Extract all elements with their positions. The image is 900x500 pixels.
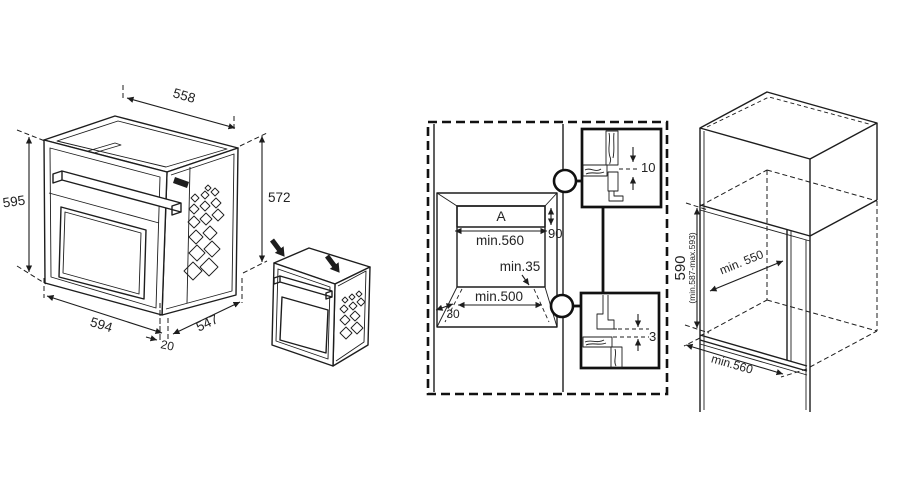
oven-bottom-width-label: 594: [88, 314, 114, 335]
bottom-mount-detail: 3: [579, 291, 661, 370]
oven-left-height-label: 595: [2, 193, 26, 211]
small-oven-diamond-pattern: [339, 290, 366, 340]
cutout-min-width-label: min.560: [476, 233, 524, 248]
top-mount-detail: 10: [580, 127, 663, 209]
oven-right-height-label: 572: [268, 190, 291, 205]
cutout-opening-frame: [436, 192, 558, 328]
tall-cabinet-niche-drawing: 590 (min.587-max.593) min. 550 min.560: [672, 91, 878, 412]
small-oven-window: [279, 296, 329, 354]
insert-arrow-icon: [270, 238, 285, 257]
niche-height-range-label: (min.587-max.593): [687, 232, 697, 304]
hinge-mark: [173, 177, 189, 188]
oven-side-face: [161, 147, 239, 316]
callout-circle-top: [552, 168, 578, 194]
cutout-min-depth-label: min.500: [475, 289, 523, 304]
side-diamond-pattern: [183, 184, 225, 281]
oven-insertion-drawing: [270, 238, 371, 367]
cutout-rear-clearance-label: min.35: [500, 259, 541, 274]
oven-isometric: 558 595 572 594 547 20: [2, 85, 291, 354]
vent-height-label: 90: [548, 226, 562, 241]
oven-overhang-label: 20: [159, 337, 175, 354]
cutout-dashed-border: [426, 120, 669, 396]
callout-circle-bottom: [549, 293, 575, 319]
niche-height-label: 590: [672, 255, 689, 280]
cutout-front-strip-label: 30: [446, 307, 460, 321]
vent-area-strip: [456, 205, 546, 228]
top-gap-label: 10: [641, 160, 655, 175]
cabinet-cutout-drawing: A 90 min.560 min.35 min.500 30: [426, 120, 669, 396]
oven-top-width-label: 558: [171, 85, 197, 106]
vent-area-label: A: [496, 208, 506, 224]
insert-arrow-icon: [325, 254, 340, 273]
bottom-gap-label: 3: [649, 329, 656, 344]
